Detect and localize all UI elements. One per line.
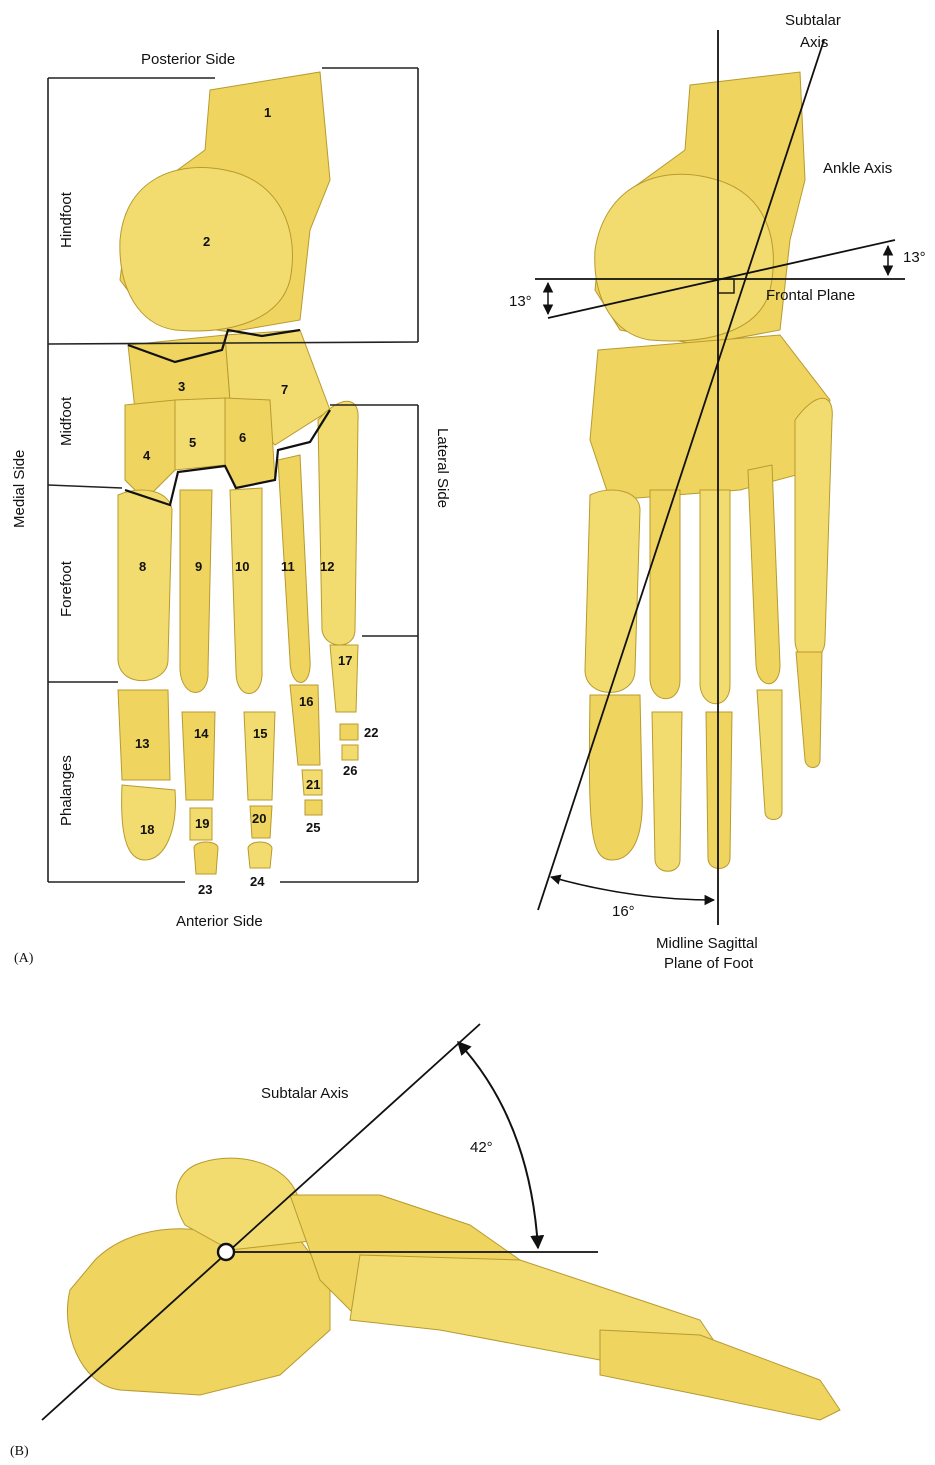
bone-metatarsal-1 bbox=[585, 490, 640, 693]
bone-number: 2 bbox=[203, 234, 210, 249]
bone-number: 16 bbox=[299, 694, 313, 709]
lateral-side-label: Lateral Side bbox=[434, 428, 451, 508]
bone-number: 25 bbox=[306, 820, 320, 835]
angle-arrow-bottom bbox=[551, 877, 714, 900]
bone-number: 18 bbox=[140, 822, 154, 837]
bone-number: 10 bbox=[235, 559, 249, 574]
bone-metatarsal-5 bbox=[795, 398, 832, 659]
bone-number: 7 bbox=[281, 382, 288, 397]
foot-bones-axes-view bbox=[585, 72, 832, 871]
bone-number: 11 bbox=[281, 559, 295, 574]
foot-bones-dorsal bbox=[118, 72, 358, 874]
bone-metatarsal-2 bbox=[180, 490, 212, 693]
bone-number: 4 bbox=[143, 448, 151, 463]
angle-bottom-label: 16° bbox=[612, 903, 635, 920]
panel-b: Subtalar Axis 42° (B) bbox=[10, 1024, 840, 1459]
bone-phalanx-25 bbox=[305, 800, 322, 815]
bone-phalanx-26 bbox=[342, 745, 358, 760]
subtalar-axis-label-line1: Subtalar bbox=[785, 12, 841, 29]
bone-number: 20 bbox=[252, 811, 266, 826]
bone-midfoot bbox=[590, 335, 830, 500]
bone-hallux bbox=[589, 695, 642, 860]
bone-number: 21 bbox=[306, 777, 320, 792]
bone-toe-4 bbox=[757, 690, 782, 820]
bone-calcaneus-lateral bbox=[67, 1229, 330, 1395]
bone-number: 14 bbox=[194, 726, 209, 741]
bone-metatarsal-3 bbox=[700, 490, 730, 704]
bone-metatarsal-1 bbox=[118, 490, 172, 681]
bone-number: 17 bbox=[338, 653, 352, 668]
posterior-side-label: Posterior Side bbox=[141, 51, 235, 68]
panel-a-label: (A) bbox=[14, 951, 34, 966]
bone-number: 19 bbox=[195, 816, 209, 831]
medial-side-label: Medial Side bbox=[11, 450, 28, 528]
bone-number: 12 bbox=[320, 559, 334, 574]
bone-metatarsal-5 bbox=[318, 401, 358, 645]
anterior-side-label: Anterior Side bbox=[176, 913, 263, 930]
bone-number: 1 bbox=[264, 105, 271, 120]
subtalar-axis-label-line2: Axis bbox=[800, 34, 828, 51]
bone-toe-5 bbox=[796, 652, 822, 768]
phalanges-label: Phalanges bbox=[58, 755, 75, 826]
midline-label-line2: Plane of Foot bbox=[664, 955, 754, 972]
panel-axes: Subtalar Axis Ankle Axis Frontal Plane 1… bbox=[509, 12, 926, 972]
bone-number: 22 bbox=[364, 725, 378, 740]
bone-phalanx-23 bbox=[194, 842, 218, 874]
bone-phalanx-22 bbox=[340, 724, 358, 740]
panel-a: Posterior Side Anterior Side Medial Side… bbox=[11, 51, 451, 966]
bone-talus bbox=[120, 168, 293, 331]
subtalar-axis-label-b: Subtalar Axis bbox=[261, 1085, 349, 1102]
bone-number: 8 bbox=[139, 559, 146, 574]
subtalar-joint-center bbox=[218, 1244, 234, 1260]
bone-metatarsal-4 bbox=[748, 465, 780, 684]
bone-number: 5 bbox=[189, 435, 196, 450]
angle-label-b: 42° bbox=[470, 1139, 493, 1156]
bone-number: 9 bbox=[195, 559, 202, 574]
panel-b-label: (B) bbox=[10, 1444, 29, 1459]
frontal-plane-label: Frontal Plane bbox=[766, 287, 855, 304]
forefoot-label: Forefoot bbox=[58, 560, 75, 617]
foot-bones-lateral bbox=[67, 1158, 840, 1420]
bone-metatarsal-3 bbox=[230, 488, 262, 694]
bone-phalanx-13 bbox=[118, 690, 170, 780]
bone-number: 15 bbox=[253, 726, 267, 741]
bone-number: 6 bbox=[239, 430, 246, 445]
bone-number: 24 bbox=[250, 874, 265, 889]
angle-right-label: 13° bbox=[903, 249, 926, 266]
ankle-axis-label: Ankle Axis bbox=[823, 160, 892, 177]
bone-toe-2 bbox=[652, 712, 682, 871]
angle-left-label: 13° bbox=[509, 293, 532, 310]
bone-cuneiform-intermediate bbox=[175, 398, 225, 470]
bone-toes-lateral bbox=[600, 1330, 840, 1420]
midline-label-line1: Midline Sagittal bbox=[656, 935, 758, 952]
bone-number: 26 bbox=[343, 763, 357, 778]
bone-cuneiform-lateral bbox=[225, 398, 275, 488]
bone-talus bbox=[595, 174, 774, 341]
bone-number: 3 bbox=[178, 379, 185, 394]
hindfoot-label: Hindfoot bbox=[58, 191, 75, 248]
bone-phalanx-24 bbox=[248, 842, 272, 868]
bone-number: 13 bbox=[135, 736, 149, 751]
bone-number: 23 bbox=[198, 882, 212, 897]
bone-toe-3 bbox=[706, 712, 732, 869]
midfoot-label: Midfoot bbox=[58, 396, 75, 446]
